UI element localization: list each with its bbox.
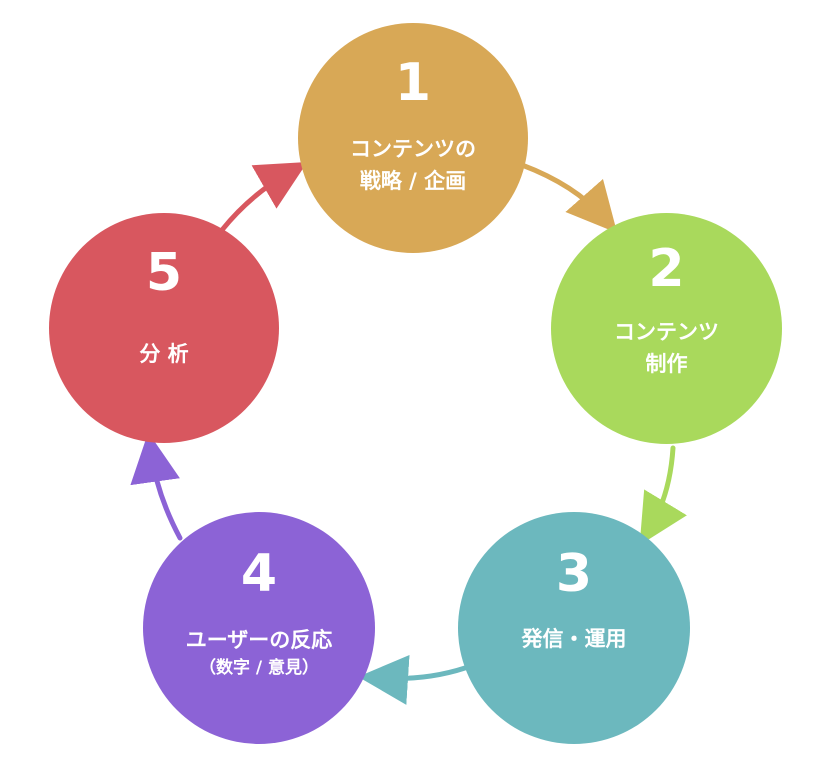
- arrow-5-to-1: [219, 162, 308, 233]
- step-1-number: 1: [394, 53, 432, 113]
- arrow-1-to-2: [519, 162, 618, 234]
- step-4-label-line2: （数字 / 意見）: [198, 658, 320, 678]
- step-5-number: 5: [145, 243, 183, 303]
- step-1-label-line2: 戦略 / 企画: [359, 169, 467, 193]
- arrow-4-to-5: [130, 432, 183, 541]
- step-4-label: ユーザーの反応 （数字 / 意見）: [143, 624, 375, 680]
- step-2-label-line1: コンテンツ: [614, 320, 719, 344]
- step-2-label-line2: 制作: [645, 352, 688, 376]
- step-1-circle: 1 コンテンツの 戦略 / 企画: [298, 23, 528, 253]
- step-2-label: コンテンツ 制作: [551, 316, 782, 380]
- step-2-number: 2: [648, 239, 685, 299]
- step-4-label-line1: ユーザーの反応: [185, 628, 333, 652]
- step-3-circle: 3 発信・運用: [458, 512, 690, 744]
- arrow-3-to-4: [358, 654, 468, 705]
- step-1-label-line1: コンテンツの: [350, 137, 476, 161]
- step-1-label: コンテンツの 戦略 / 企画: [298, 133, 528, 197]
- step-2-circle: 2 コンテンツ 制作: [551, 213, 782, 444]
- step-4-number: 4: [240, 544, 278, 604]
- step-5-label: 分 析: [49, 338, 279, 370]
- step-5-circle: 5 分 析: [49, 213, 279, 443]
- step-3-number: 3: [555, 544, 593, 604]
- arrow-2-to-3: [639, 445, 687, 546]
- step-3-label-line1: 発信・運用: [521, 627, 627, 651]
- step-4-circle: 4 ユーザーの反応 （数字 / 意見）: [143, 512, 375, 744]
- step-3-label: 発信・運用: [458, 623, 690, 655]
- step-5-label-line1: 分 析: [139, 342, 189, 366]
